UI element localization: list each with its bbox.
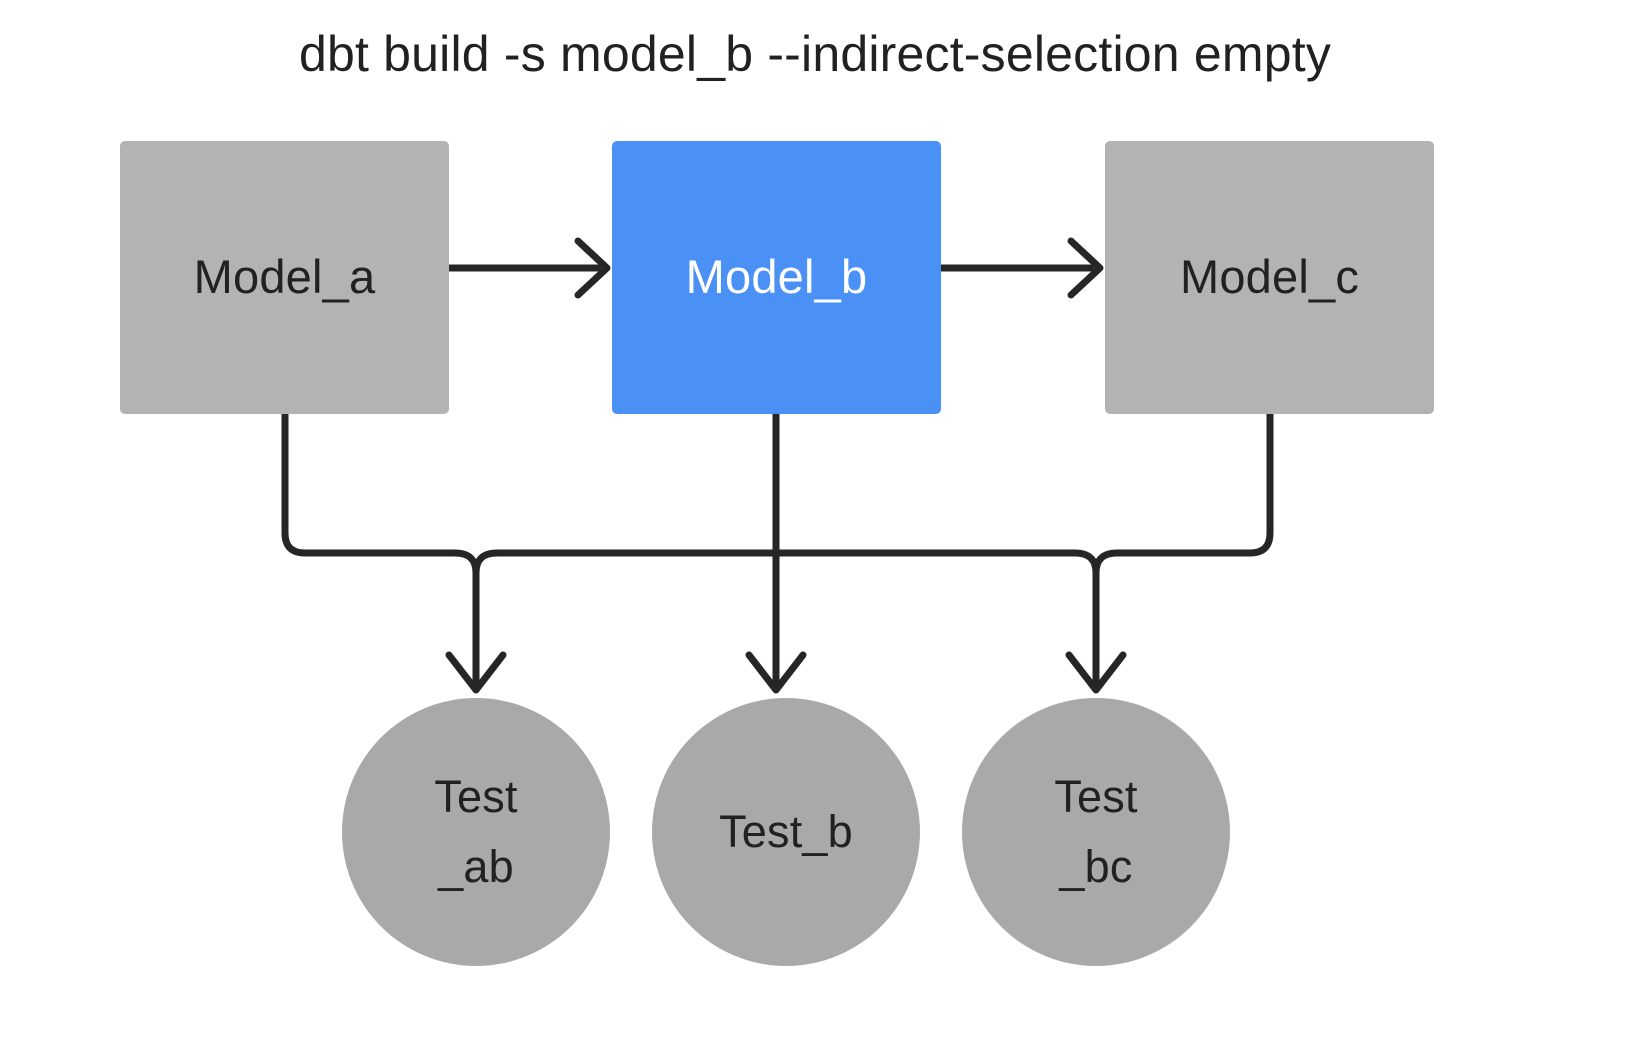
node-test-ab[interactable]: Test _ab: [342, 698, 610, 966]
diagram-title: dbt build -s model_b --indirect-selectio…: [298, 26, 1332, 82]
node-test-bc[interactable]: Test _bc: [962, 698, 1230, 966]
edge-model-b-to-test-ab: [472, 549, 780, 577]
node-model-c[interactable]: Model_c: [1105, 141, 1434, 414]
node-model-a-label: Model_a: [193, 250, 376, 304]
edge-model-a-to-test-ab: [281, 410, 507, 694]
node-test-b-label: Test_b: [719, 806, 853, 858]
node-model-a[interactable]: Model_a: [120, 141, 449, 414]
node-test-ab-label: Test _ab: [434, 771, 518, 892]
node-model-b-label: Model_b: [685, 250, 868, 304]
edge-model-b-to-model-c: [937, 237, 1104, 299]
edge-model-b-to-test-b: [745, 410, 807, 694]
node-test-b[interactable]: Test_b: [652, 698, 920, 966]
node-model-b[interactable]: Model_b: [612, 141, 941, 414]
node-model-c-label: Model_c: [1179, 250, 1360, 304]
node-test-bc-label: Test _bc: [1054, 771, 1138, 892]
edge-model-a-to-model-b: [445, 237, 611, 299]
edge-model-c-to-test-bc: [1092, 410, 1274, 577]
edge-model-b-to-test-bc: [772, 549, 1127, 694]
